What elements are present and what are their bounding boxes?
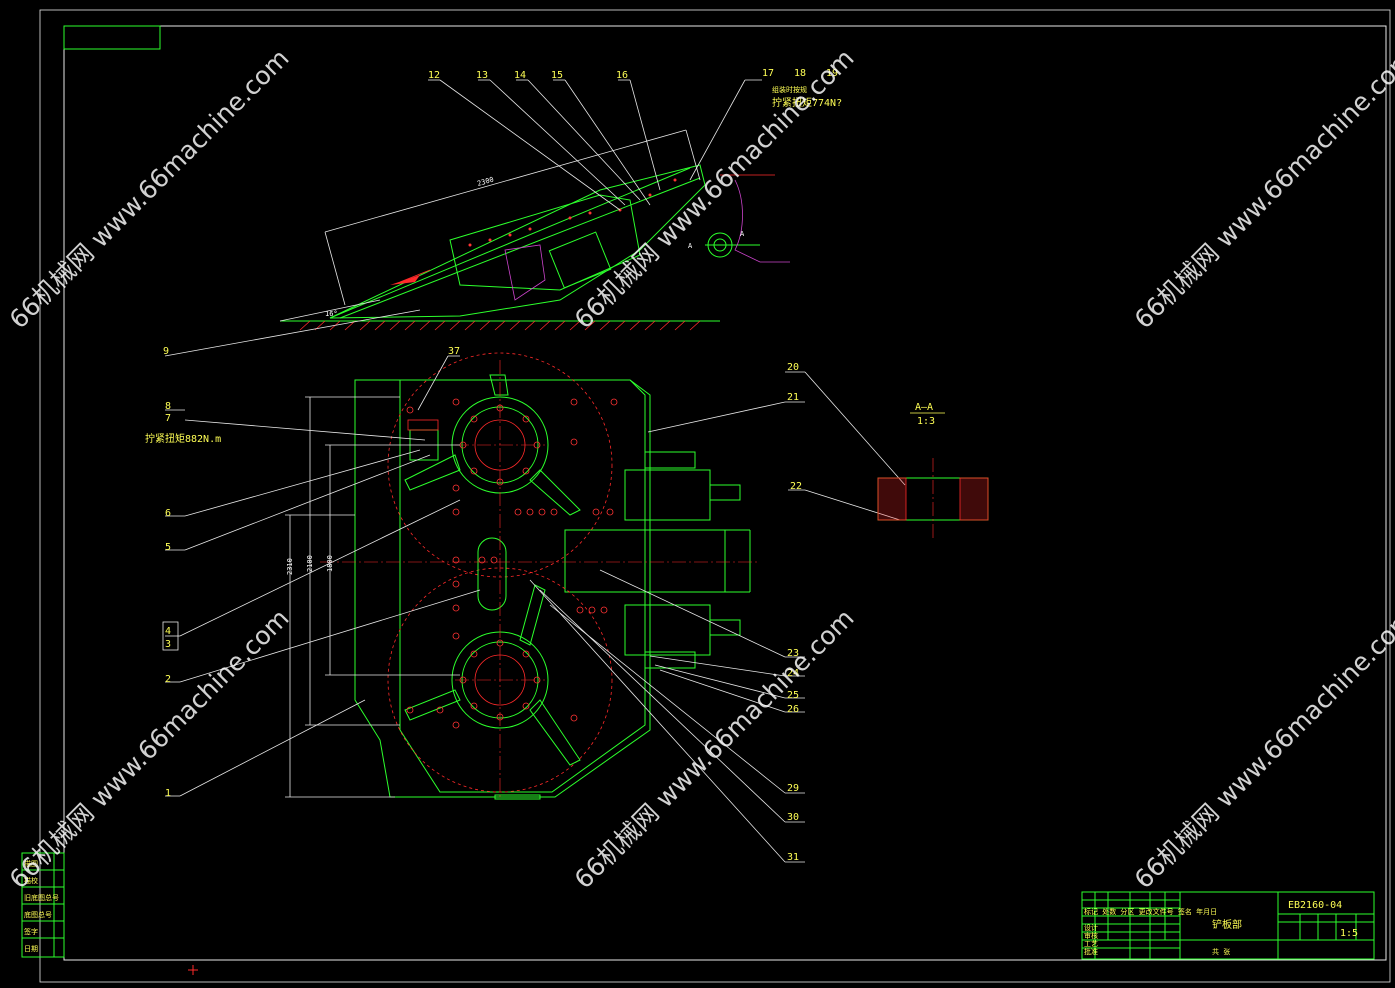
torque-note-left: 拧紧扭矩882N.m bbox=[145, 432, 221, 445]
callout-12: 12 bbox=[428, 70, 440, 81]
callout-20: 20 bbox=[787, 362, 799, 373]
callout-2: 2 bbox=[165, 674, 171, 685]
callout-24: 24 bbox=[787, 668, 799, 679]
title-block-approve: 批准 bbox=[1084, 947, 1098, 956]
left-strip-text-1: 描图 bbox=[24, 859, 38, 868]
origin-cross bbox=[188, 965, 198, 975]
left-strip-text-3: 旧底图总号 bbox=[24, 893, 59, 902]
title-block: 标记 处数 分区 更改文件号 签名 年月日 设计 审核 工艺 批准 EB2160… bbox=[1081, 891, 1375, 960]
section-title: A—A bbox=[915, 402, 933, 413]
section-scale: 1:3 bbox=[917, 416, 935, 427]
callout-29: 29 bbox=[787, 783, 799, 794]
dim-vertical-1: 2310 bbox=[286, 558, 294, 575]
title-block-header: 标记 处数 分区 更改文件号 签名 年月日 bbox=[1084, 907, 1217, 916]
callout-8: 8 bbox=[165, 401, 171, 412]
callout-1: 1 bbox=[165, 788, 171, 799]
watermark-3: 66机械网 www.66machine.com bbox=[1129, 43, 1395, 334]
callout-21: 21 bbox=[787, 392, 799, 403]
watermark-1: 66机械网 www.66machine.com bbox=[4, 43, 295, 334]
scale-value: 1:5 bbox=[1340, 928, 1358, 939]
watermark-2: 66机械网 www.66machine.com bbox=[569, 43, 860, 334]
callout-4: 4 bbox=[165, 626, 171, 637]
callout-25: 25 bbox=[787, 690, 799, 701]
callout-16: 16 bbox=[616, 70, 628, 81]
title-block-review: 审核 bbox=[1084, 931, 1098, 940]
callout-6: 6 bbox=[165, 508, 171, 519]
length-dimension: 2300 bbox=[476, 176, 494, 188]
inner-border bbox=[63, 25, 1387, 961]
callout-9: 9 bbox=[163, 346, 169, 357]
drawing-number: EB2160-04 bbox=[1288, 900, 1342, 911]
section-a-a: A—A 1:3 bbox=[877, 402, 989, 540]
sheet-count: 共 张 bbox=[1212, 947, 1230, 956]
torque-note-upper-prefix: 组装时按规 bbox=[772, 85, 807, 94]
callout-23: 23 bbox=[787, 648, 799, 659]
outer-border bbox=[39, 9, 1391, 983]
callout-30: 30 bbox=[787, 812, 799, 823]
left-strip-text-6: 日期 bbox=[24, 945, 38, 953]
angle-dimension: 16° bbox=[325, 310, 338, 318]
left-strip-text-2: 描校 bbox=[24, 876, 38, 885]
left-strip-text-5: 签字 bbox=[24, 927, 38, 936]
callout-37: 37 bbox=[448, 346, 460, 357]
side-view: 2300 16° A A 12 13 14 15 16 17 18 19 bbox=[163, 68, 842, 357]
callout-17: 17 bbox=[762, 68, 774, 79]
plan-view: 2310 2100 1800 37 8 7 拧紧扭矩882N.m 6 5 4 3… bbox=[145, 346, 906, 863]
callout-5: 5 bbox=[165, 542, 171, 553]
dim-vertical-2: 2100 bbox=[306, 555, 314, 572]
torque-note-upper: 拧紧扭矩774N? bbox=[772, 96, 842, 109]
callout-31: 31 bbox=[787, 852, 799, 863]
callout-14: 14 bbox=[514, 70, 526, 81]
corner-box bbox=[63, 25, 161, 50]
watermark-4: 66机械网 www.66machine.com bbox=[4, 603, 295, 894]
callout-19: 19 bbox=[826, 68, 838, 79]
watermark-6: 66机械网 www.66machine.com bbox=[1129, 603, 1395, 894]
callout-13: 13 bbox=[476, 70, 488, 81]
callout-3: 3 bbox=[165, 639, 171, 650]
callout-26: 26 bbox=[787, 704, 799, 715]
callout-22: 22 bbox=[790, 481, 802, 492]
section-marker-right: A bbox=[740, 230, 745, 238]
left-strip-table: 描图 描校 旧底图总号 底图总号 签字 日期 bbox=[21, 852, 65, 958]
title-block-design: 设计 bbox=[1084, 923, 1098, 932]
callout-15: 15 bbox=[551, 70, 563, 81]
left-strip-text-4: 底图总号 bbox=[24, 910, 52, 919]
callout-18: 18 bbox=[794, 68, 806, 79]
watermark-group: 66机械网 www.66machine.com 66机械网 www.66mach… bbox=[4, 43, 1395, 894]
section-marker-left: A bbox=[688, 242, 693, 250]
callout-7: 7 bbox=[165, 413, 171, 424]
title-block-process: 工艺 bbox=[1084, 940, 1098, 948]
part-name: 铲板部 bbox=[1212, 918, 1242, 931]
